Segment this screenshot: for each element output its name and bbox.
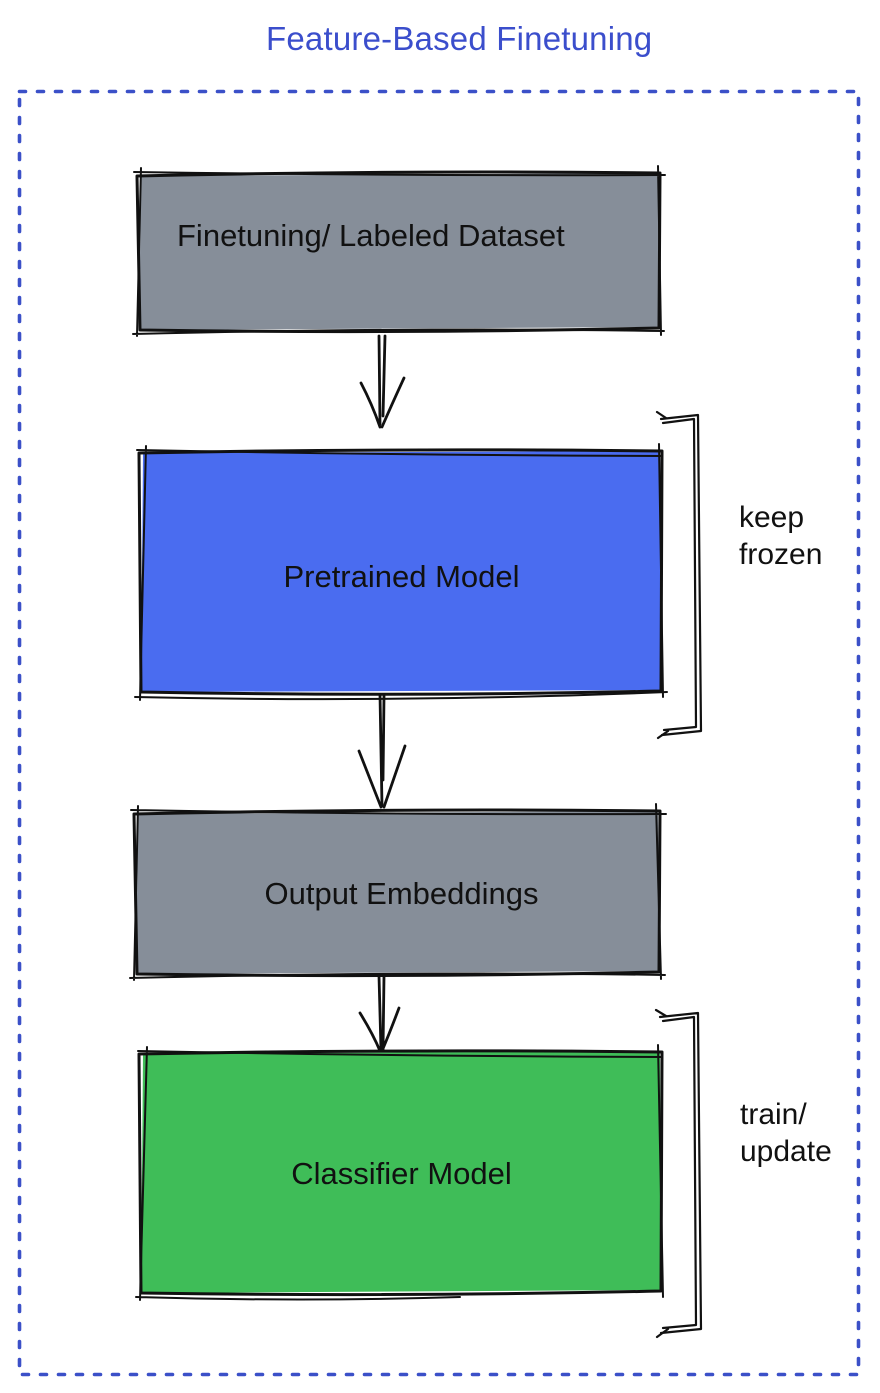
- annotation-train-update-line1: train/: [740, 1098, 807, 1131]
- node-classifier-model-fill: [141, 1051, 661, 1293]
- arrow-dataset-to-pretrained: [359, 334, 406, 429]
- bracket-keep-frozen: [655, 410, 703, 740]
- arrow-embeddings-to-classifier: [358, 974, 401, 1053]
- node-finetuning-dataset-box: [132, 165, 666, 337]
- node-finetuning-dataset-fill: [139, 173, 660, 330]
- node-classifier-model-label: Classifier Model: [291, 1156, 512, 1191]
- node-output-embeddings-label: Output Embeddings: [264, 876, 539, 911]
- bracket-train-update: [654, 1008, 703, 1339]
- node-output-embeddings-fill: [136, 811, 660, 974]
- node-pretrained-model-box: [134, 443, 668, 701]
- node-classifier-model-box: [135, 1044, 664, 1301]
- dotted-frame-border: [17, 89, 861, 1377]
- annotation-keep-frozen: keep frozen: [739, 499, 822, 573]
- node-output-embeddings-box: [129, 803, 667, 981]
- annotation-keep-frozen-line2: frozen: [739, 538, 823, 571]
- annotation-keep-frozen-line1: keep: [739, 501, 805, 534]
- annotation-train-update: train/ update: [740, 1096, 832, 1170]
- arrow-pretrained-to-embeddings: [357, 693, 407, 809]
- node-pretrained-model-label: Pretrained Model: [283, 559, 520, 594]
- node-pretrained-model-fill: [141, 451, 661, 692]
- diagram-title: Feature-Based Finetuning: [266, 20, 653, 57]
- node-finetuning-dataset-label: Finetuning/ Labeled Dataset: [177, 218, 565, 253]
- annotation-train-update-line2: update: [740, 1135, 832, 1168]
